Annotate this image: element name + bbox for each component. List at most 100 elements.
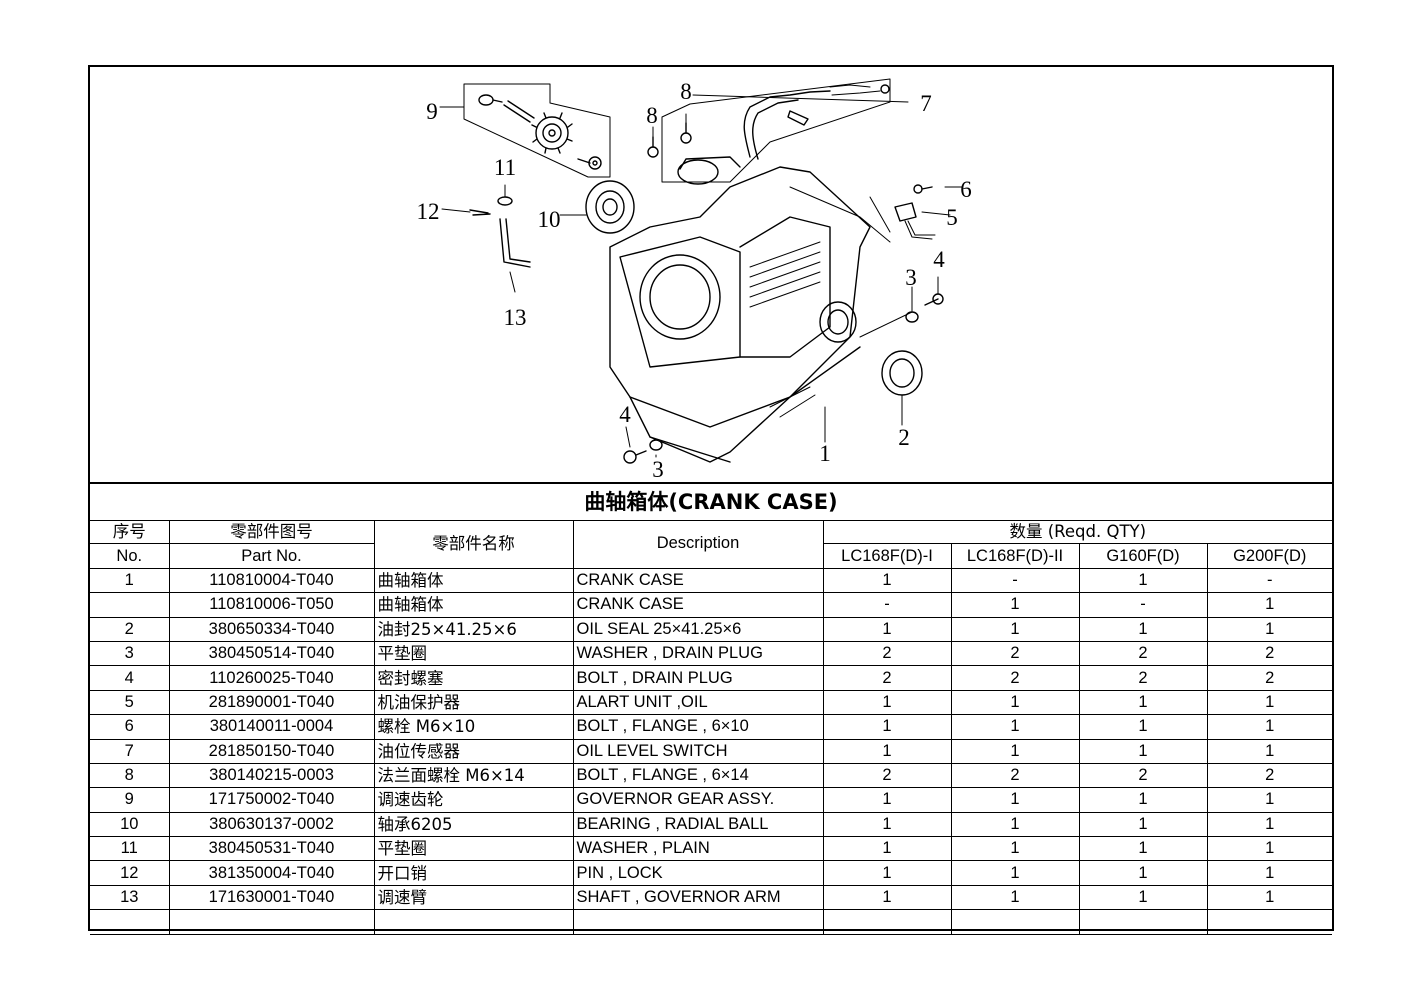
row-qty-model-3: 1: [1078, 860, 1208, 886]
row-qty-model-2: 1: [950, 738, 1080, 764]
row-name-cn: 平垫圈: [373, 640, 574, 667]
callout-2: 2: [898, 425, 910, 450]
callout-9: 9: [426, 99, 438, 124]
callout-labels: 9 8 8 7 11 12 10 13 6 5 4 3 2 1 4 3: [417, 79, 972, 482]
row-no: 7: [90, 738, 170, 764]
row-no: 10: [90, 811, 170, 838]
row-no: 5: [90, 689, 170, 716]
table-row: [90, 909, 1333, 935]
row-description: WASHER , PLAIN: [572, 836, 824, 862]
row-qty-model-2: 1: [950, 860, 1080, 886]
row-no: 11: [90, 836, 170, 862]
row-name-cn: 曲轴箱体: [373, 568, 574, 594]
row-qty-model-4: 1: [1206, 689, 1333, 716]
row-no: [90, 592, 170, 618]
parts-sheet: 9 8 8 7 11 12 10 13 6 5 4 3 2 1 4 3 曲轴箱体…: [88, 65, 1334, 935]
row-qty-model-3: 1: [1078, 836, 1208, 862]
callout-3a: 3: [905, 265, 917, 290]
governor-gear-bracket: [463, 83, 611, 178]
row-name-cn: 法兰面螺栓 M6×14: [373, 762, 574, 789]
row-name-cn: 油封25×41.25×6: [373, 616, 574, 642]
row-description: WASHER , DRAIN PLUG: [572, 640, 824, 667]
callout-3b: 3: [652, 457, 664, 482]
row-part-no: 380450514-T040: [168, 640, 375, 667]
row-name-cn: 开口销: [373, 860, 574, 886]
row-description: BOLT , FLANGE , 6×14: [572, 762, 824, 789]
row-description: CRANK CASE: [572, 568, 824, 594]
header-name-cn: 零部件名称: [373, 520, 574, 569]
row-no: 6: [90, 714, 170, 740]
governor-arm-shaft: [499, 218, 531, 268]
row-no: 3: [90, 640, 170, 667]
row-qty-model-1: 1: [822, 616, 952, 642]
row-qty-model-4: 1: [1206, 592, 1333, 618]
bolt-icon: [647, 146, 659, 158]
row-qty-model-3: 1: [1078, 787, 1208, 813]
row-qty-model-3: 2: [1078, 640, 1208, 667]
exploded-diagram: 9 8 8 7 11 12 10 13 6 5 4 3 2 1 4 3: [90, 67, 1332, 484]
crank-case-drawing: 9 8 8 7 11 12 10 13 6 5 4 3 2 1 4 3: [417, 78, 972, 482]
row-name-cn: 密封螺塞: [373, 665, 574, 691]
row-no: 2: [90, 616, 170, 642]
row-qty-model-3: [1078, 909, 1208, 935]
header-no-en: No.: [90, 543, 170, 569]
row-part-no: 380140011-0004: [168, 714, 375, 740]
row-description: BEARING , RADIAL BALL: [572, 811, 824, 838]
row-no: 8: [90, 762, 170, 789]
row-part-no: 281850150-T040: [168, 738, 375, 764]
row-name-cn: 平垫圈: [373, 836, 574, 862]
row-qty-model-1: 1: [822, 811, 952, 838]
row-name-cn: 调速臂: [373, 884, 574, 911]
callout-8b: 8: [646, 103, 658, 128]
header-part-en: Part No.: [168, 543, 375, 569]
row-no: 13: [90, 884, 170, 911]
row-qty-model-1: 2: [822, 640, 952, 667]
row-qty-model-3: 1: [1078, 884, 1208, 911]
row-description: OIL LEVEL SWITCH: [572, 738, 824, 764]
row-no: 12: [90, 860, 170, 886]
row-qty-model-1: -: [822, 592, 952, 618]
row-qty-model-3: 1: [1078, 568, 1208, 594]
callout-7: 7: [920, 91, 932, 116]
row-part-no: 380630137-0002: [168, 811, 375, 838]
row-description: OIL SEAL 25×41.25×6: [572, 616, 824, 642]
header-description: Description: [572, 520, 824, 569]
row-qty-model-2: 2: [950, 665, 1080, 691]
row-no: 9: [90, 787, 170, 813]
row-description: SHAFT , GOVERNOR ARM: [572, 884, 824, 911]
row-qty-model-3: 2: [1078, 665, 1208, 691]
row-description: CRANK CASE: [572, 592, 824, 618]
row-qty-model-1: 2: [822, 762, 952, 789]
row-qty-model-1: [822, 909, 952, 935]
callout-4a: 4: [933, 247, 945, 272]
row-no: 1: [90, 568, 170, 594]
row-qty-model-4: 1: [1206, 616, 1333, 642]
row-name-cn: 机油保护器: [373, 689, 574, 716]
row-qty-model-2: -: [950, 568, 1080, 594]
row-description: GOVERNOR GEAR ASSY.: [572, 787, 824, 813]
row-name-cn: 调速齿轮: [373, 787, 574, 813]
row-qty-model-4: 1: [1206, 787, 1333, 813]
row-qty-model-3: -: [1078, 592, 1208, 618]
alert-unit: [894, 202, 917, 222]
parts-table: 序号 零部件图号 零部件名称 Description 数量 (Reqd. QTY…: [90, 520, 1333, 935]
oil-seal-icon: [881, 350, 923, 396]
row-qty-model-3: 1: [1078, 811, 1208, 838]
governor-gear-icon: [535, 116, 569, 150]
row-qty-model-4: 1: [1206, 884, 1333, 911]
row-qty-model-1: 1: [822, 884, 952, 911]
row-qty-model-4: -: [1206, 568, 1333, 594]
row-description: ALART UNIT ,OIL: [572, 689, 824, 716]
row-qty-model-2: 1: [950, 689, 1080, 716]
row-part-no: 110810006-T050: [168, 592, 375, 618]
row-description: BOLT , DRAIN PLUG: [572, 665, 824, 691]
header-no-cn: 序号: [90, 520, 170, 545]
row-part-no: 110810004-T040: [168, 568, 375, 594]
